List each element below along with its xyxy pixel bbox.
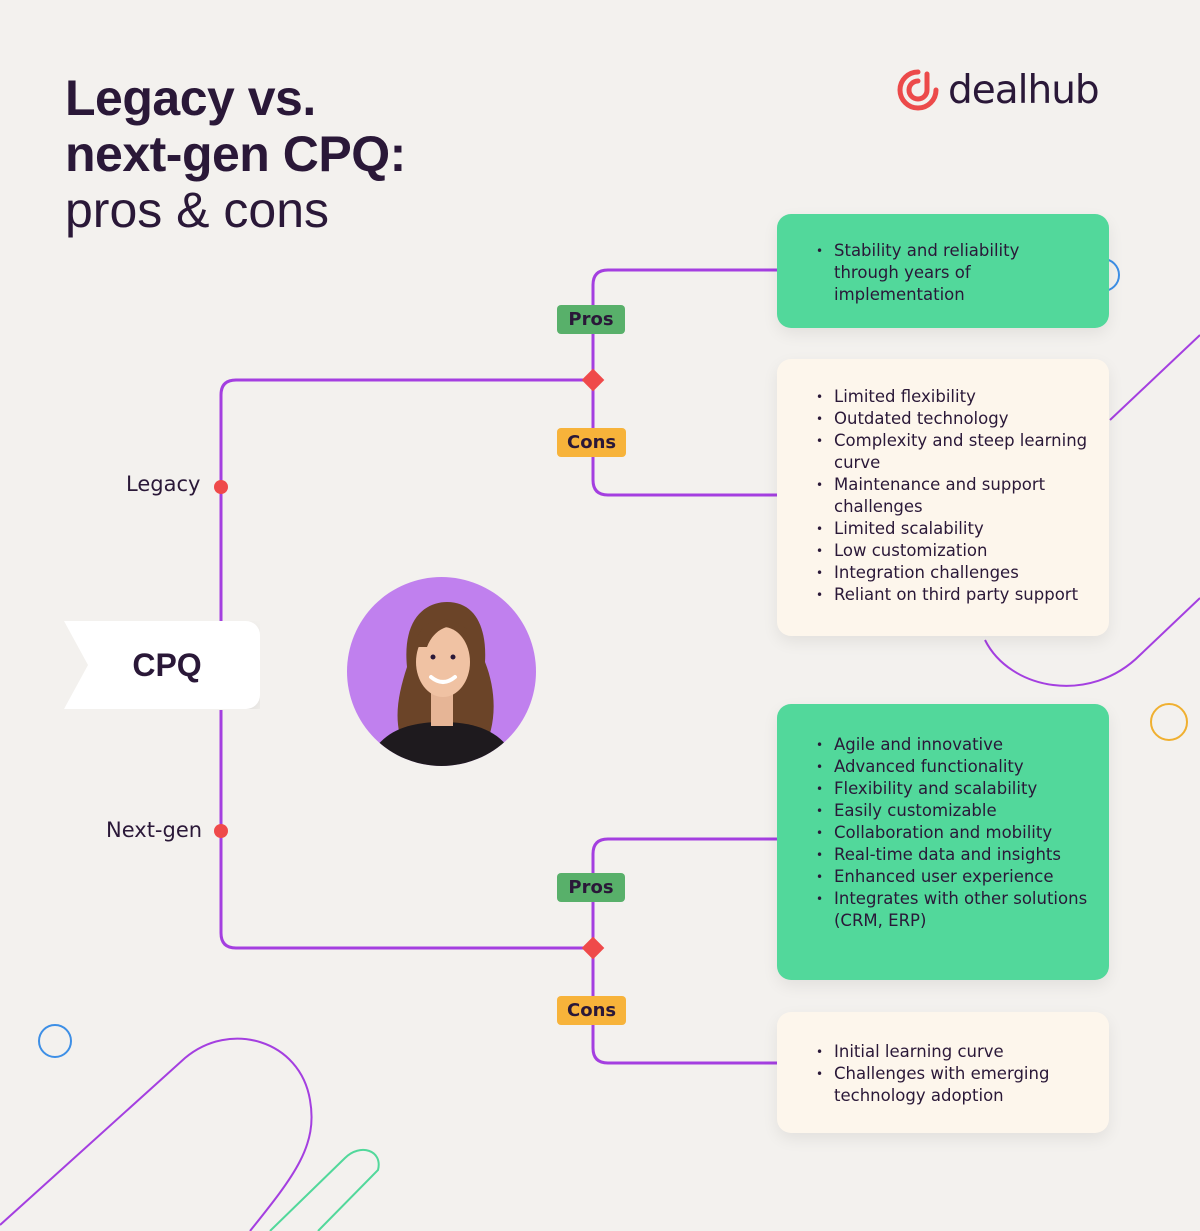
list-nextgen-cons: Initial learning curve Challenges with e… [813, 1041, 1089, 1107]
decor-circle-orange [1150, 703, 1188, 741]
card-legacy-cons: Limited flexibility Outdated technology … [777, 359, 1109, 636]
list-item: Challenges with emerging technology adop… [813, 1063, 1089, 1107]
tag-nextgen-pros: Pros [557, 873, 625, 902]
title-line-3: pros & cons [65, 182, 330, 238]
list-item: Stability and reliability through years … [813, 240, 1089, 306]
connector-nextgen-pros [591, 837, 777, 948]
list-legacy-cons: Limited flexibility Outdated technology … [813, 386, 1089, 606]
list-legacy-pros: Stability and reliability through years … [813, 240, 1089, 306]
list-item: Complexity and steep learning curve [813, 430, 1089, 474]
dealhub-logo-icon [897, 69, 939, 111]
card-legacy-pros: Stability and reliability through years … [777, 214, 1109, 328]
list-item: Easily customizable [813, 800, 1089, 822]
list-item: Real-time data and insights [813, 844, 1089, 866]
list-item: Limited flexibility [813, 386, 1089, 408]
connector-nextgen-cons [591, 948, 777, 1065]
list-item: Low customization [813, 540, 1089, 562]
list-item: Enhanced user experience [813, 866, 1089, 888]
tag-legacy-pros: Pros [557, 305, 625, 334]
avatar [347, 577, 536, 766]
dealhub-logo: dealhub [896, 66, 1100, 114]
connector-legacy-cons [591, 380, 777, 497]
junction-legacy [581, 368, 605, 392]
connector-nextgen [219, 710, 593, 950]
tag-nextgen-cons: Cons [557, 996, 627, 1025]
list-item: Flexibility and scalability [813, 778, 1089, 800]
connector-legacy-pros [591, 268, 777, 380]
tag-legacy-cons: Cons [557, 428, 627, 457]
list-item: Integrates with other solutions (CRM, ER… [813, 888, 1089, 932]
junction-nextgen [581, 936, 605, 960]
branch-label-nextgen: Next-gen [106, 818, 203, 842]
list-item: Initial learning curve [813, 1041, 1089, 1063]
root-node-cpq: CPQ [64, 621, 260, 709]
list-item: Agile and innovative [813, 734, 1089, 756]
logo-text: dealhub [948, 67, 1100, 113]
list-item: Limited scalability [813, 518, 1089, 540]
list-item: Advanced functionality [813, 756, 1089, 778]
page-title: Legacy vs. next-gen CPQ: pros & cons [65, 70, 406, 238]
card-nextgen-cons: Initial learning curve Challenges with e… [777, 1012, 1109, 1133]
decor-capsule-green [269, 1149, 380, 1231]
title-line-1: Legacy vs. [65, 70, 316, 126]
branch-label-legacy: Legacy [126, 472, 201, 496]
node-legacy [214, 480, 228, 494]
person-photo-icon [367, 602, 517, 766]
list-item: Maintenance and support challenges [813, 474, 1089, 518]
connector-legacy [219, 378, 593, 622]
list-item: Integration challenges [813, 562, 1089, 584]
title-line-2: next-gen CPQ: [65, 126, 406, 182]
decor-arc-bottom-left [0, 1037, 313, 1231]
decor-arc-right [984, 597, 1200, 687]
decor-line-right-top [1109, 334, 1200, 421]
list-item: Reliant on third party support [813, 584, 1089, 606]
list-item: Collaboration and mobility [813, 822, 1089, 844]
list-item: Outdated technology [813, 408, 1089, 430]
node-nextgen [214, 824, 228, 838]
card-nextgen-pros: Agile and innovative Advanced functional… [777, 704, 1109, 980]
decor-circle-blue-bottom [38, 1024, 72, 1058]
list-nextgen-pros: Agile and innovative Advanced functional… [813, 734, 1089, 932]
